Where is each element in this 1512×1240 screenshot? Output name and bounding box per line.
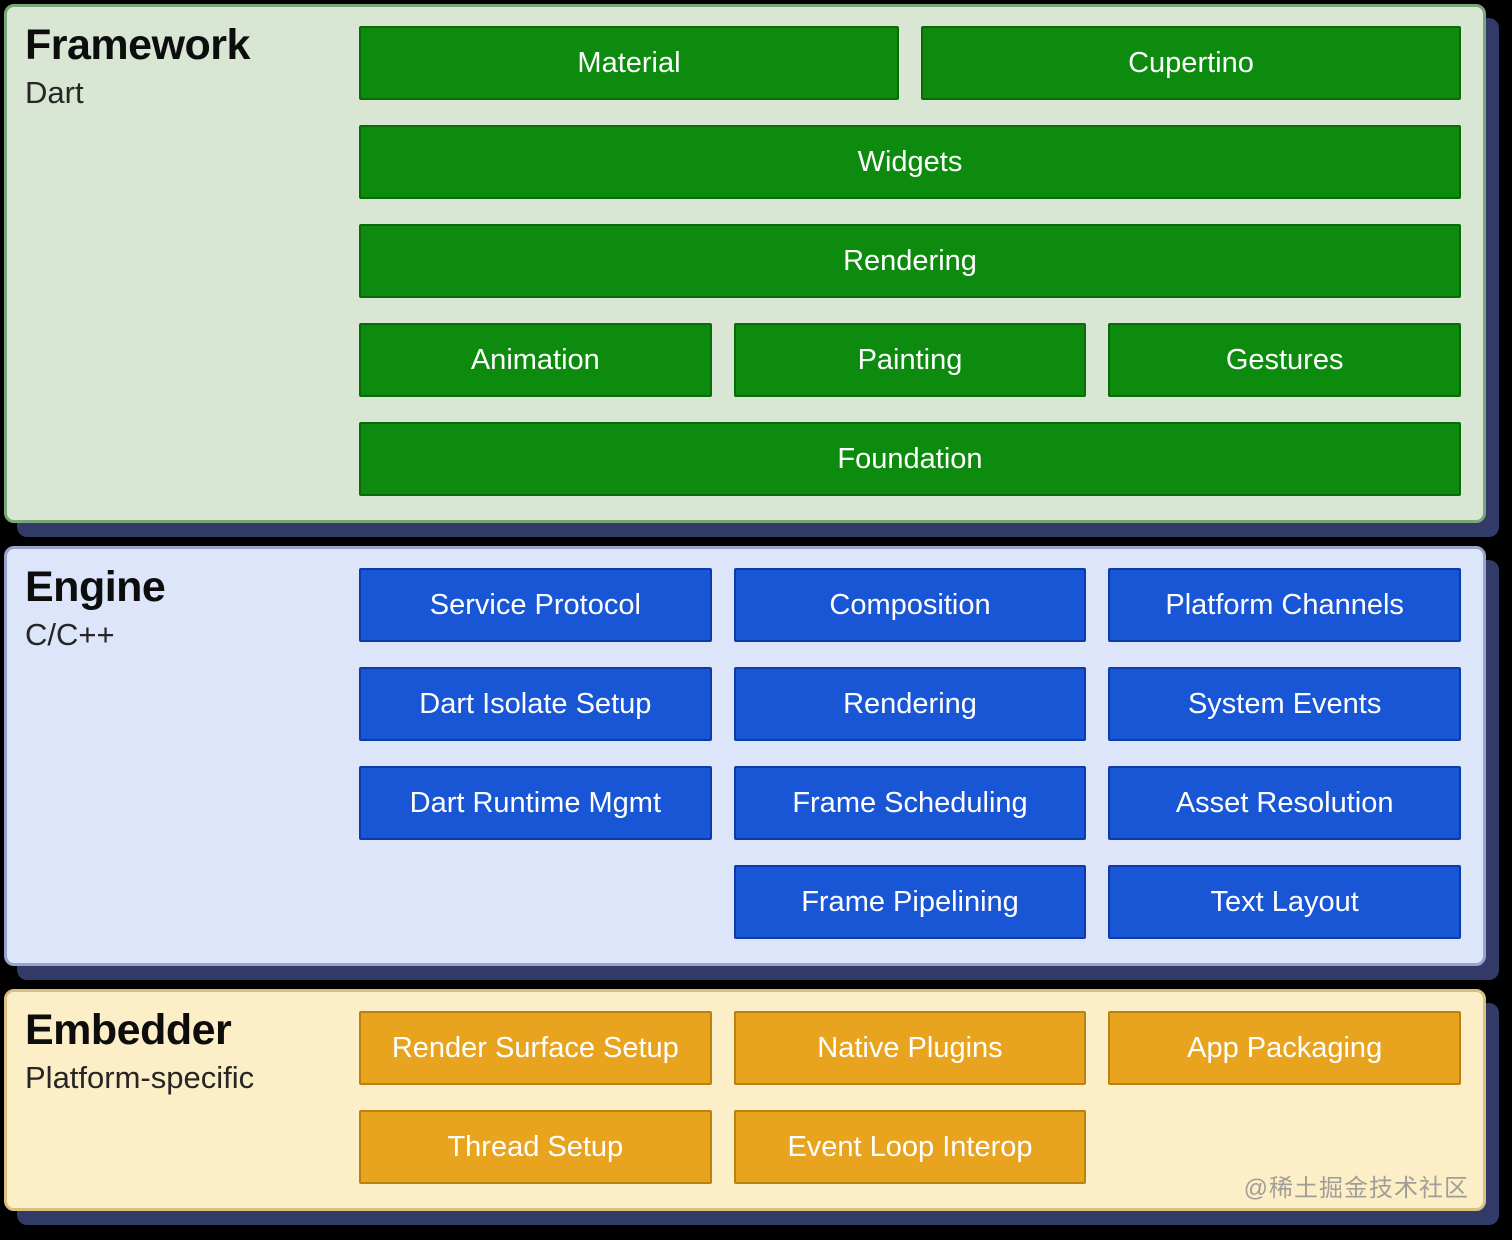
block-foundation: Foundation	[359, 422, 1461, 496]
framework-layer-head: Framework Dart	[7, 7, 359, 520]
block-render-surface-setup: Render Surface Setup	[359, 1011, 712, 1085]
block-service-protocol: Service Protocol	[359, 568, 712, 642]
block-material: Material	[359, 26, 899, 100]
embedder-layer-subtitle: Platform-specific	[25, 1060, 255, 1096]
block-cupertino: Cupertino	[920, 26, 1461, 100]
block-dart-isolate-setup: Dart Isolate Setup	[359, 667, 712, 741]
engine-layer-title: Engine	[25, 563, 166, 611]
block-thread-setup: Thread Setup	[359, 1110, 712, 1184]
block-asset-resolution: Asset Resolution	[1108, 766, 1461, 840]
framework-layer-title: Framework	[25, 21, 250, 69]
engine-layer-head: Engine C/C++	[7, 549, 359, 963]
engine-layer-panel: Engine C/C++ Service Protocol Compositio…	[4, 546, 1486, 966]
framework-layer-subtitle: Dart	[25, 75, 84, 111]
engine-blocks-grid: Service Protocol Composition Platform Ch…	[359, 549, 1483, 963]
block-platform-channels: Platform Channels	[1108, 568, 1461, 642]
block-widgets: Widgets	[359, 125, 1461, 199]
block-composition: Composition	[733, 568, 1087, 642]
engine-layer-subtitle: C/C++	[25, 617, 115, 653]
embedder-layer-panel: Embedder Platform-specific Render Surfac…	[4, 989, 1486, 1211]
embedder-layer-head: Embedder Platform-specific	[7, 992, 359, 1208]
block-system-events: System Events	[1108, 667, 1461, 741]
framework-layer-panel: Framework Dart Material Cupertino Widget…	[4, 4, 1486, 523]
block-text-layout: Text Layout	[1108, 865, 1461, 939]
watermark: @稀土掘金技术社区	[1243, 1175, 1469, 1202]
block-dart-runtime-mgmt: Dart Runtime Mgmt	[359, 766, 712, 840]
block-frame-scheduling: Frame Scheduling	[733, 766, 1087, 840]
framework-blocks-grid: Material Cupertino Widgets Rendering Ani…	[359, 7, 1483, 520]
block-native-plugins: Native Plugins	[733, 1011, 1087, 1085]
block-rendering-framework: Rendering	[359, 224, 1461, 298]
block-gestures: Gestures	[1108, 323, 1461, 397]
block-app-packaging: App Packaging	[1108, 1011, 1461, 1085]
block-rendering-engine: Rendering	[733, 667, 1087, 741]
block-event-loop-interop: Event Loop Interop	[733, 1110, 1087, 1184]
block-animation: Animation	[359, 323, 712, 397]
embedder-layer-title: Embedder	[25, 1006, 232, 1054]
block-frame-pipelining: Frame Pipelining	[733, 865, 1087, 939]
block-painting: Painting	[733, 323, 1087, 397]
embedder-blocks-grid: Render Surface Setup Native Plugins App …	[359, 992, 1483, 1208]
